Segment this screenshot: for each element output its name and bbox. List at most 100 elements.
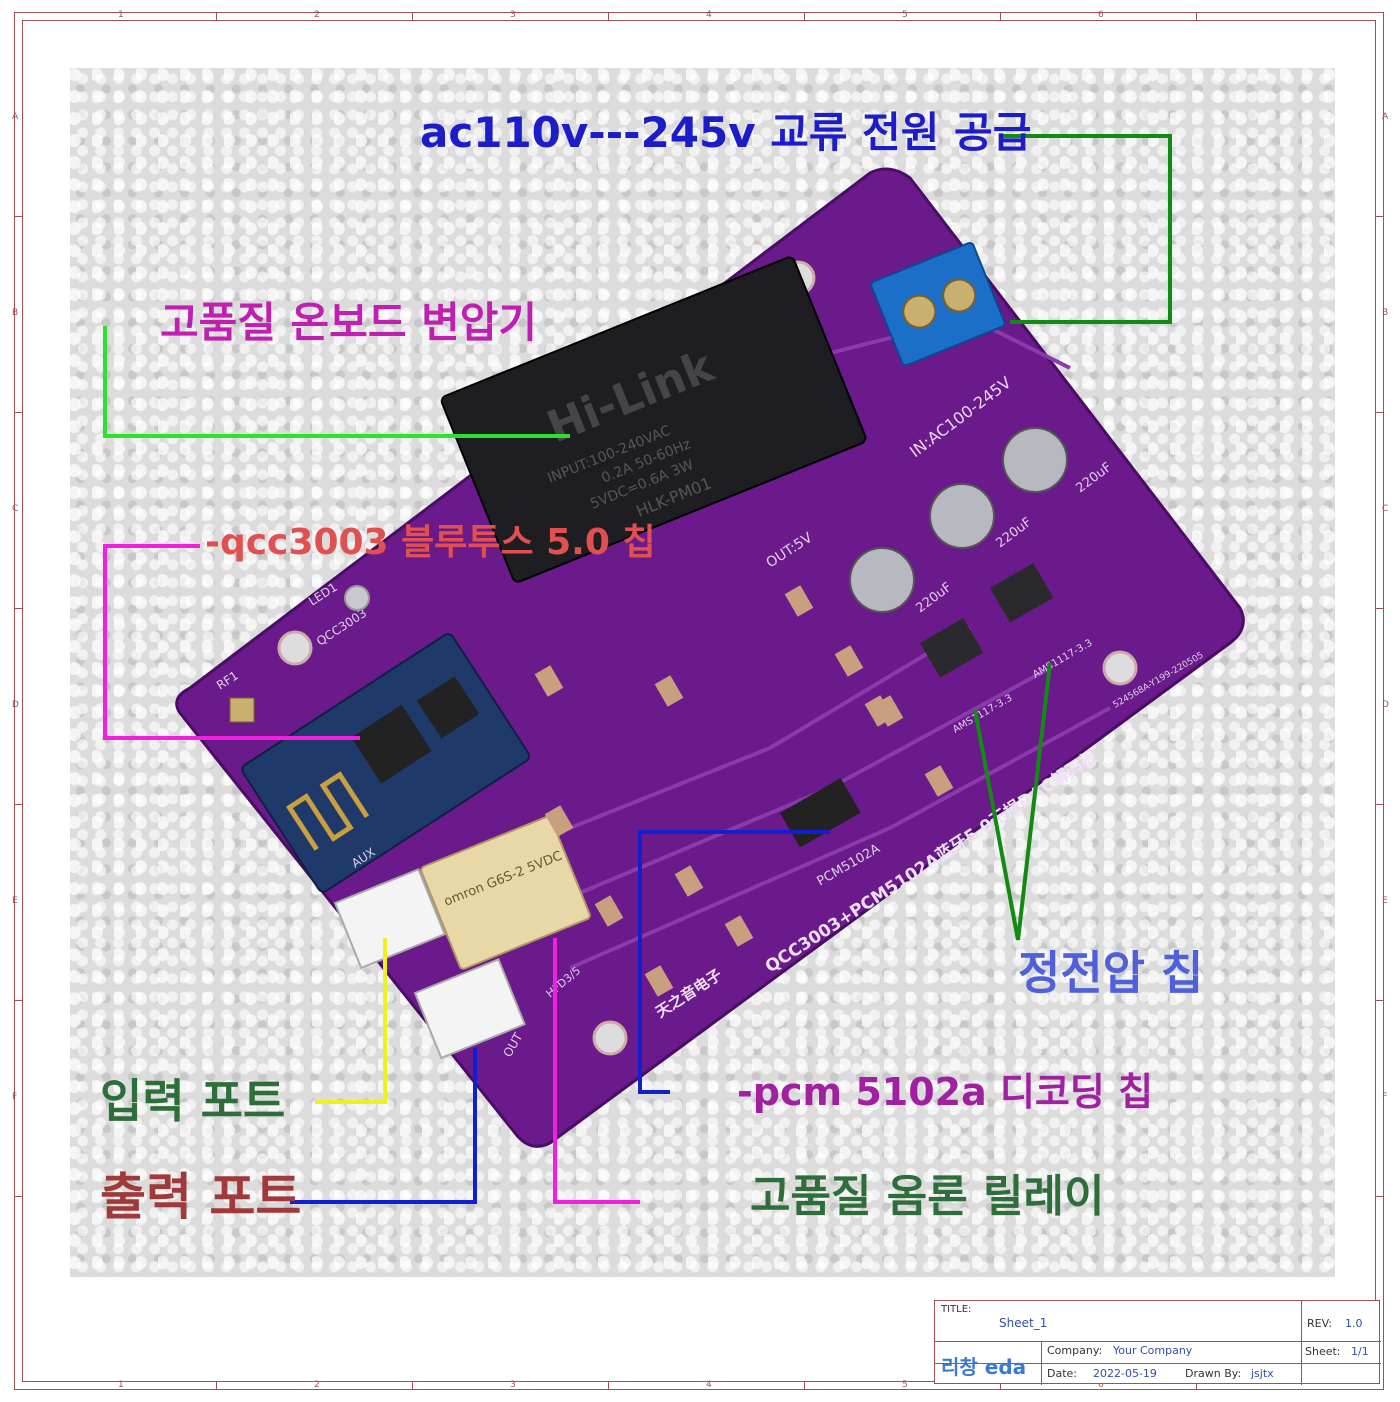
tick (1196, 12, 1197, 20)
date-value: 2022-05-19 (1093, 1367, 1157, 1380)
tick (14, 216, 22, 217)
tick (804, 12, 805, 20)
pcb-drawing: Hi-Link INPUT:100-240VAC 0.2A 50-60Hz 5V… (103, 134, 1245, 1204)
title-key: TITLE: (941, 1304, 972, 1315)
decoder-chip-annotation: -pcm 5102a 디코딩 칩 (737, 1070, 1154, 1114)
tick (1376, 804, 1384, 805)
smd-component (674, 865, 704, 897)
row-label-right: B (1382, 308, 1389, 318)
mounting-hole (592, 1020, 628, 1056)
smd-component (594, 895, 624, 927)
tick (14, 608, 22, 609)
col-label-top: 2 (314, 10, 320, 20)
tick (1376, 216, 1384, 217)
row-label-right: D (1382, 700, 1389, 710)
title-block-divider (1301, 1301, 1302, 1385)
power-supply-annotation: ac110v---245v 교류 전원 공급 (420, 108, 1032, 157)
tick (1376, 1000, 1384, 1001)
title-block-divider (1041, 1341, 1042, 1385)
leader-line-regulator-b (1016, 662, 1052, 941)
smd-component (644, 965, 674, 997)
col-label-bottom: 3 (510, 1380, 516, 1390)
leader-line-input (315, 938, 387, 1104)
tick (14, 1196, 22, 1197)
tick (1376, 1196, 1384, 1197)
col-label-bottom: 1 (118, 1380, 124, 1390)
col-label-bottom: 4 (706, 1380, 712, 1390)
date-key: Date: (1047, 1367, 1077, 1380)
title-value: Sheet_1 (999, 1316, 1048, 1330)
product-photo: Hi-Link INPUT:100-240VAC 0.2A 50-60Hz 5V… (70, 68, 1335, 1277)
eda-logo: 리창 eda (941, 1355, 1027, 1379)
company-key: Company: (1047, 1344, 1103, 1357)
row-label-left: E (12, 896, 18, 906)
smd-component (544, 805, 574, 837)
tick (804, 1382, 805, 1390)
leader-line-relay (553, 938, 640, 1204)
row-label-left: A (12, 112, 19, 122)
tick (1376, 412, 1384, 413)
leader-line-power (1000, 134, 1172, 324)
row-label-left: F (12, 1092, 18, 1102)
row-label-right: F (1382, 1092, 1388, 1102)
input-port-annotation: 입력 포트 (100, 1074, 286, 1128)
regulator-chip (920, 618, 984, 678)
smd-component (784, 585, 814, 617)
row-label-right: C (1382, 504, 1389, 514)
smd-component (864, 695, 894, 727)
tick (1376, 608, 1384, 609)
col-label-top: 1 (118, 10, 124, 20)
drawn-key: Drawn By: (1185, 1367, 1242, 1380)
tick (412, 1382, 413, 1390)
tick (216, 12, 217, 20)
col-label-top: 6 (1098, 10, 1104, 20)
tick (1196, 1382, 1197, 1390)
leader-line-output (290, 1048, 477, 1204)
smd-component (724, 915, 754, 947)
leader-line-bluetooth (103, 544, 360, 740)
col-label-top: 3 (510, 10, 516, 20)
title-block-divider (935, 1341, 1381, 1342)
aux-connector (333, 867, 446, 970)
smd-component (834, 645, 864, 677)
col-label-bottom: 2 (314, 1380, 320, 1390)
tick (1000, 12, 1001, 20)
regulator-chip-annotation: 정전압 칩 (1018, 946, 1204, 1000)
tick (608, 1382, 609, 1390)
tick (216, 1382, 217, 1390)
title-block-divider (935, 1363, 1381, 1364)
bluetooth-chip-annotation: -qcc3003 블루투스 5.0 칩 (205, 522, 656, 563)
row-label-right: A (1382, 112, 1389, 122)
led (344, 585, 370, 611)
tick (14, 1000, 22, 1001)
output-port-annotation: 출력 포트 (100, 1168, 302, 1226)
sheet-outer-border (14, 12, 1384, 1390)
tick (412, 12, 413, 20)
smd-component (924, 765, 954, 797)
tick (14, 412, 22, 413)
tick (608, 12, 609, 20)
company-value: Your Company (1113, 1344, 1193, 1357)
rf-connector (229, 697, 255, 723)
transformer-annotation: 고품질 온보드 변압기 (160, 298, 538, 347)
col-label-top: 5 (902, 10, 908, 20)
mounting-hole (1102, 650, 1138, 686)
terminal-block (870, 242, 1006, 367)
row-label-left: B (12, 308, 19, 318)
leader-line-regulator-a (973, 709, 1020, 941)
leader-line-transformer (103, 326, 570, 438)
title-block: TITLE: Sheet_1 REV: 1.0 Company: Your Co… (934, 1300, 1381, 1385)
leader-line-decoder (638, 830, 830, 1094)
col-label-bottom: 5 (902, 1380, 908, 1390)
col-label-bottom: 6 (1098, 1380, 1104, 1390)
drawn-value: jsjtx (1251, 1367, 1274, 1380)
smd-component (654, 675, 684, 707)
relay: omron G6S-2 5VDC (420, 815, 591, 970)
out-connector (413, 957, 526, 1060)
sheet-value: 1/1 (1351, 1345, 1369, 1358)
rev-key: REV: (1307, 1317, 1332, 1330)
regulator-chip (990, 563, 1054, 623)
sheet-key: Sheet: (1305, 1345, 1341, 1358)
relay-annotation: 고품질 옴론 릴레이 (750, 1171, 1105, 1222)
